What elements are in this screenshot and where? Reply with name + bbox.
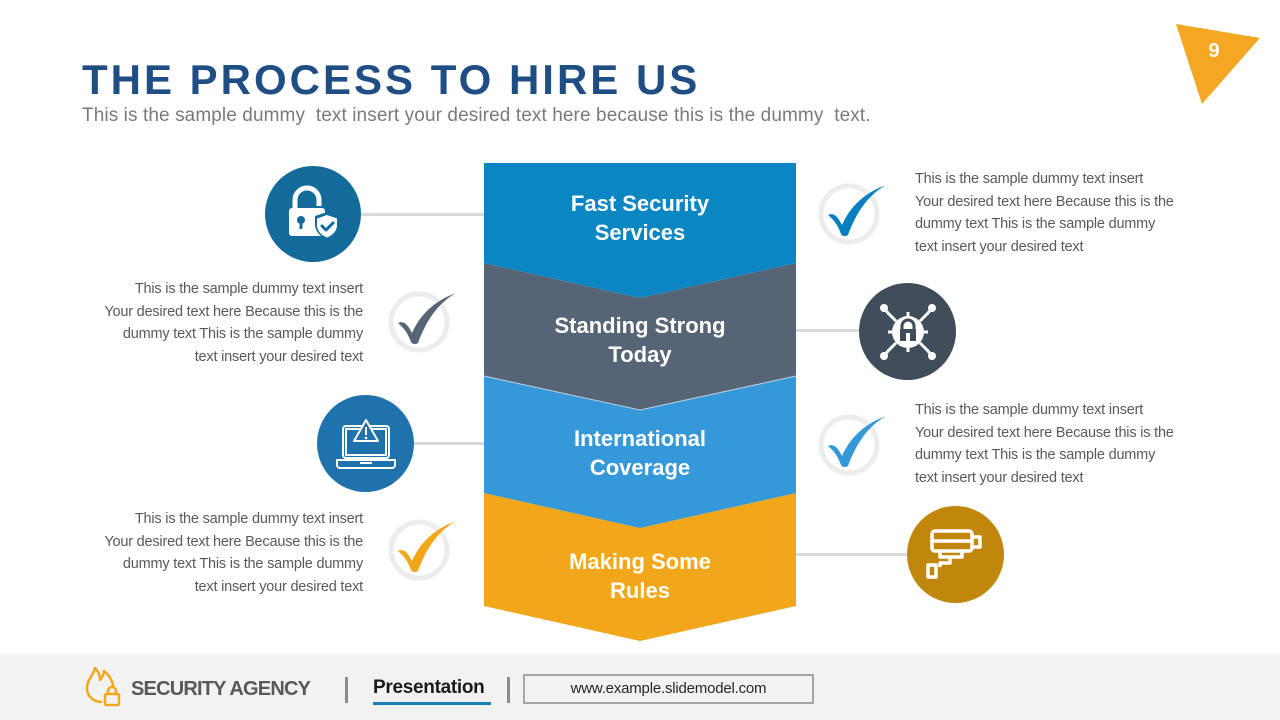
step-4-description: This is the sample dummy text insert You…: [104, 511, 363, 595]
page-title: THE PROCESS TO HIRE US: [82, 56, 701, 103]
step-1-description: This is the sample dummy text insert You…: [915, 171, 1174, 255]
step-3-label: International Coverage: [573, 426, 706, 480]
connector-line-3: [412, 442, 484, 445]
check-icon-1: [818, 183, 886, 245]
lock-shield-icon: [289, 185, 339, 239]
check-icon-2: [388, 291, 456, 353]
laptop-warning-icon: [335, 418, 396, 469]
connector-line-1: [360, 213, 484, 216]
page-number: 9: [1208, 40, 1220, 62]
step-3-description: This is the sample dummy text insert You…: [915, 402, 1174, 486]
step-4-icon-circle: [907, 506, 1004, 603]
step-4-label: Making Some Rules: [569, 549, 711, 603]
footer-brand: SECURITY AGENCY: [131, 678, 311, 700]
step-1-icon-circle: [265, 166, 361, 262]
footer-divider: [507, 677, 510, 703]
step-2-shape: [484, 263, 796, 410]
step-3-shape: [484, 376, 796, 528]
step-3-icon-circle: [317, 395, 414, 492]
flame-lock-icon: [85, 666, 121, 707]
step-4-shape: [484, 493, 796, 641]
connector-line-4: [796, 553, 910, 556]
step-2-label: Standing Strong Today: [554, 313, 726, 367]
footer-tab-presentation[interactable]: Presentation: [373, 677, 485, 698]
connector-line-2: [796, 329, 862, 332]
check-icon-3: [818, 414, 886, 476]
footer-url-link[interactable]: www.example.slidemodel.com: [523, 674, 814, 704]
security-camera-icon: [925, 528, 982, 579]
network-lock-icon: [879, 303, 936, 360]
page-number-triangle-icon: [1176, 24, 1260, 104]
step-1-shape: [484, 163, 796, 298]
check-icon-4: [388, 519, 456, 581]
page-subtitle: This is the sample dummy text insert you…: [82, 105, 871, 126]
step-1-label: Fast Security Services: [570, 191, 710, 245]
process-chevron-stack: [484, 163, 796, 641]
footer-divider: [345, 677, 348, 703]
footer-tab-underline: [373, 702, 491, 705]
step-2-description: This is the sample dummy text insert You…: [104, 281, 363, 365]
step-2-icon-circle: [859, 283, 956, 380]
